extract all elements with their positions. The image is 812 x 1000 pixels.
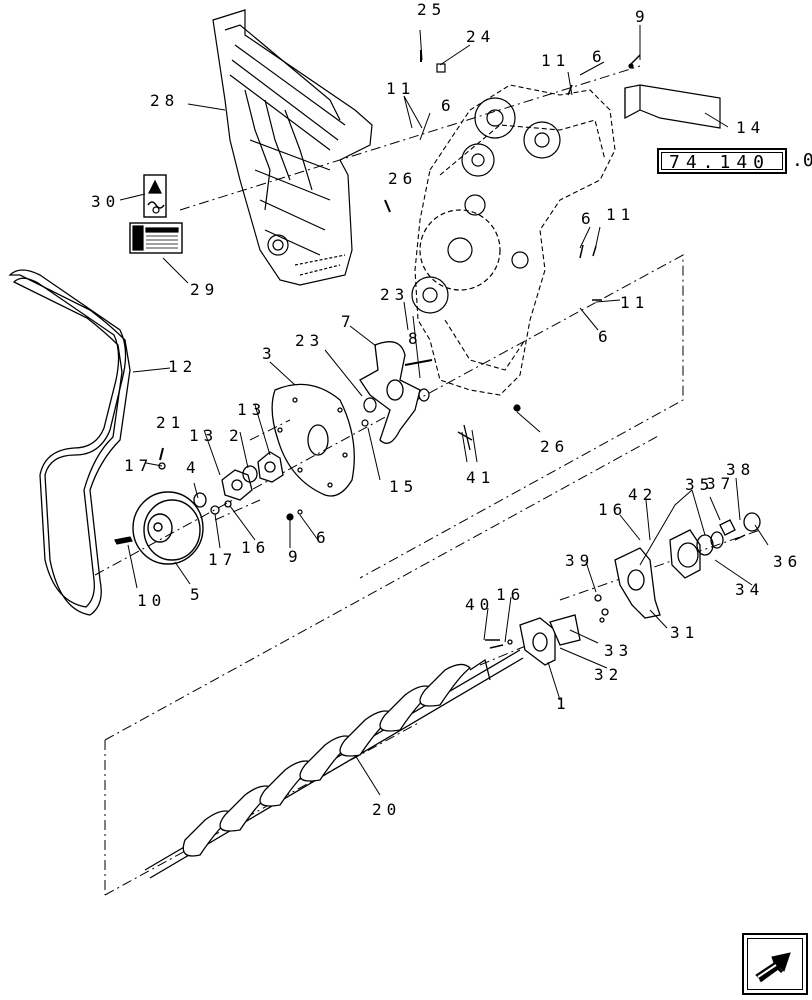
- reference-link-box[interactable]: 74.140: [657, 148, 787, 174]
- part-3-plate: [271, 383, 355, 497]
- bearing-assembly-right: [594, 512, 761, 623]
- callout-28: 28: [150, 91, 179, 110]
- part-5-pulley: [132, 491, 204, 565]
- part-10-key: [114, 536, 133, 545]
- callout-17: 17: [208, 550, 237, 569]
- callout-7: 7: [341, 312, 356, 331]
- callout-26: 26: [540, 437, 569, 456]
- part-1-bracket: [485, 614, 581, 666]
- reference-box-inner-border: [661, 152, 783, 170]
- leader-lines: [119, 25, 769, 796]
- callout-13: 13: [237, 400, 266, 419]
- callout-8: 8: [408, 329, 423, 348]
- callout-11: 11: [541, 51, 570, 70]
- callout-labels: 25 24 9 11 6 28 11 6 14 26 30 6 11 29 23…: [91, 0, 802, 819]
- callout-10: 10: [137, 591, 166, 610]
- part-28-shield: [212, 9, 373, 286]
- callout-38: 38: [726, 460, 755, 479]
- callout-24: 24: [466, 27, 495, 46]
- callout-20: 20: [372, 800, 401, 819]
- top-fasteners: [384, 50, 641, 412]
- callout-1: 1: [556, 694, 571, 713]
- callout-13: 13: [189, 426, 218, 445]
- gearbox-pulleys: [411, 97, 561, 314]
- part-7-fan: [359, 341, 421, 444]
- callout-3: 3: [262, 344, 277, 363]
- small-hardware-center: [286, 419, 473, 521]
- callout-15: 15: [389, 477, 418, 496]
- reference-code[interactable]: 74.140: [669, 152, 771, 173]
- callout-29: 29: [190, 280, 219, 299]
- callout-39: 39: [565, 551, 594, 570]
- part-29-label: [129, 222, 183, 254]
- callout-5: 5: [190, 585, 205, 604]
- callout-37: 37: [706, 474, 735, 493]
- callout-6: 6: [441, 96, 456, 115]
- callout-4: 4: [186, 458, 201, 477]
- reference-suffix: .0: [792, 150, 812, 171]
- callout-16: 16: [496, 585, 525, 604]
- callout-33: 33: [604, 641, 633, 660]
- next-page-arrow-icon: [755, 952, 791, 983]
- callout-23: 23: [380, 285, 409, 304]
- callout-9: 9: [635, 7, 650, 26]
- callout-17: 17: [124, 456, 153, 475]
- callout-26: 26: [388, 169, 417, 188]
- assembly-outline-upper: [94, 65, 761, 896]
- callout-23: 23: [295, 331, 324, 350]
- callout-21: 21: [156, 413, 185, 432]
- callout-9: 9: [288, 547, 303, 566]
- callout-42: 42: [628, 485, 657, 504]
- callout-11: 11: [606, 205, 635, 224]
- callout-32: 32: [594, 665, 623, 684]
- part-12-belt: [8, 269, 131, 616]
- callout-40: 40: [465, 595, 494, 614]
- callout-6: 6: [598, 327, 613, 346]
- next-page-button-inner: [747, 938, 803, 990]
- gearbox-housing: [414, 84, 616, 396]
- callout-35: 35: [685, 475, 714, 494]
- callout-34: 34: [735, 580, 764, 599]
- callout-30: 30: [91, 192, 120, 211]
- callout-31: 31: [670, 623, 699, 642]
- next-page-button[interactable]: [742, 933, 808, 995]
- callout-16: 16: [598, 500, 627, 519]
- callout-11: 11: [386, 79, 415, 98]
- callout-41: 41: [466, 468, 495, 487]
- callout-36: 36: [773, 552, 802, 571]
- callout-6: 6: [581, 209, 596, 228]
- callout-16: 16: [241, 538, 270, 557]
- callout-25: 25: [417, 0, 446, 19]
- bearing-assembly-left: [158, 447, 284, 515]
- part-14-bracket: [624, 84, 721, 129]
- callout-2: 2: [229, 426, 244, 445]
- callout-6: 6: [592, 47, 607, 66]
- callout-11: 11: [620, 293, 649, 312]
- part-20-auger: [144, 649, 524, 879]
- callout-14: 14: [736, 118, 765, 137]
- callout-12: 12: [168, 357, 197, 376]
- callout-6: 6: [316, 528, 331, 547]
- part-30-decal: [143, 174, 167, 218]
